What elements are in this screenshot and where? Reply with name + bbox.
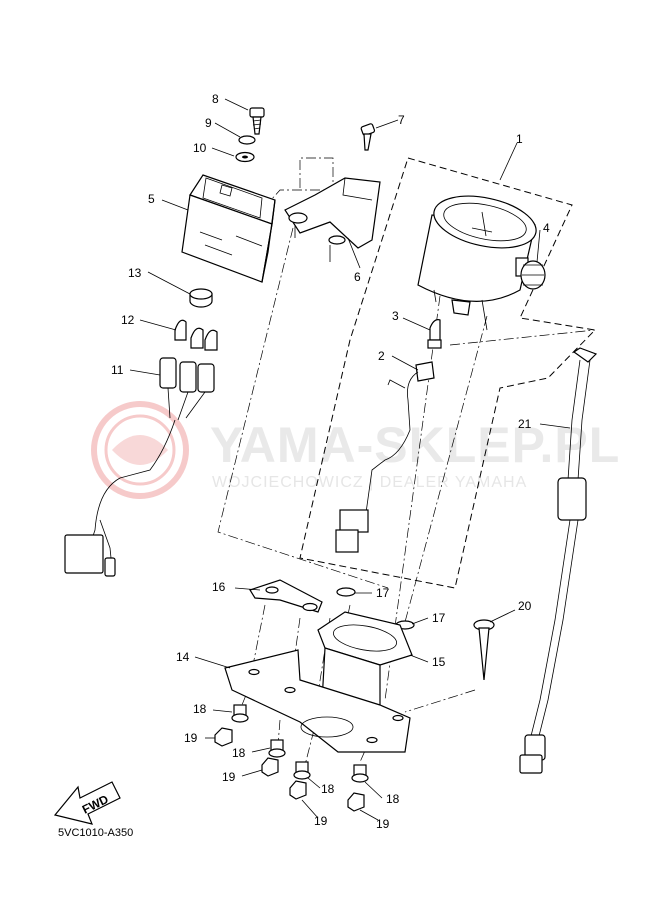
watermark-title: YAMA-SKLEP.PL <box>210 417 620 473</box>
nut-part-19-d <box>347 792 365 812</box>
washer-part-17-a <box>336 587 356 597</box>
callout-6: 6 <box>354 270 361 284</box>
washer-part-9 <box>238 135 256 145</box>
callout-13: 13 <box>128 266 142 280</box>
watermark: YAMA-SKLEP.PL WOJCIECHOWICZ | DEALER YAM… <box>91 401 620 499</box>
grommet-part-13 <box>189 288 213 308</box>
nut-part-19-a <box>214 727 233 747</box>
bolt-part-8 <box>249 107 265 135</box>
grommet-part-18-c <box>293 761 311 780</box>
callout-3: 3 <box>392 309 399 323</box>
mount-plate-part-14 <box>224 649 411 753</box>
callout-17-b: 17 <box>432 611 446 625</box>
callout-11: 11 <box>111 363 124 377</box>
grommet-part-18-a <box>231 704 249 723</box>
washer-part-10-hole <box>242 155 248 159</box>
callout-19-d: 19 <box>376 817 390 831</box>
callout-10: 10 <box>193 141 207 155</box>
callout-18-a: 18 <box>193 702 207 716</box>
nut-part-19-b <box>261 757 279 777</box>
meter-assembly-boundary <box>299 157 597 589</box>
callout-21: 21 <box>518 417 532 431</box>
callout-18-b: 18 <box>232 746 246 760</box>
callout-17-a: 17 <box>376 586 390 600</box>
leader-lines <box>129 98 571 821</box>
fwd-arrow-icon: FWD <box>53 781 121 825</box>
indicator-housing-part-5 <box>181 174 276 283</box>
callout-19-b: 19 <box>222 770 236 784</box>
socket-harness-part-2 <box>335 361 435 553</box>
watermark-subtitle: WOJCIECHOWICZ | DEALER YAMAHA <box>212 474 527 491</box>
bolt-part-20 <box>473 619 495 681</box>
callout-1: 1 <box>516 132 523 146</box>
callout-5: 5 <box>148 192 155 206</box>
bracket-part-16 <box>249 579 323 613</box>
sockets-part-11 <box>64 357 215 577</box>
callout-15: 15 <box>432 655 446 669</box>
callout-14: 14 <box>176 650 190 664</box>
nut-part-19-c <box>289 780 307 800</box>
callouts: 8 9 10 7 1 5 4 6 13 12 3 2 11 21 16 17 1… <box>111 92 550 831</box>
callout-19-c: 19 <box>314 814 328 828</box>
bulb-part-3 <box>427 319 442 349</box>
bulbs-part-12 <box>174 319 218 351</box>
callout-19-a: 19 <box>184 731 198 745</box>
callout-8: 8 <box>212 92 219 106</box>
speedometer-part-1 <box>417 195 537 331</box>
diagram-code: 5VC1010-A350 <box>58 827 133 839</box>
callout-16: 16 <box>212 580 226 594</box>
callout-20: 20 <box>518 599 532 613</box>
callout-4: 4 <box>543 221 550 235</box>
reset-knob-part-4 <box>515 257 546 290</box>
callout-12: 12 <box>121 313 135 327</box>
bracket-part-6 <box>284 177 381 262</box>
grommet-part-18-d <box>351 764 369 783</box>
bolt-part-7 <box>360 123 376 151</box>
callout-9: 9 <box>205 116 212 130</box>
callout-18-d: 18 <box>386 792 400 806</box>
callout-7: 7 <box>398 113 405 127</box>
speedometer-cable-part-21 <box>519 347 598 774</box>
callout-2: 2 <box>378 349 385 363</box>
callout-18-c: 18 <box>321 782 335 796</box>
grommet-part-18-b <box>268 739 286 758</box>
